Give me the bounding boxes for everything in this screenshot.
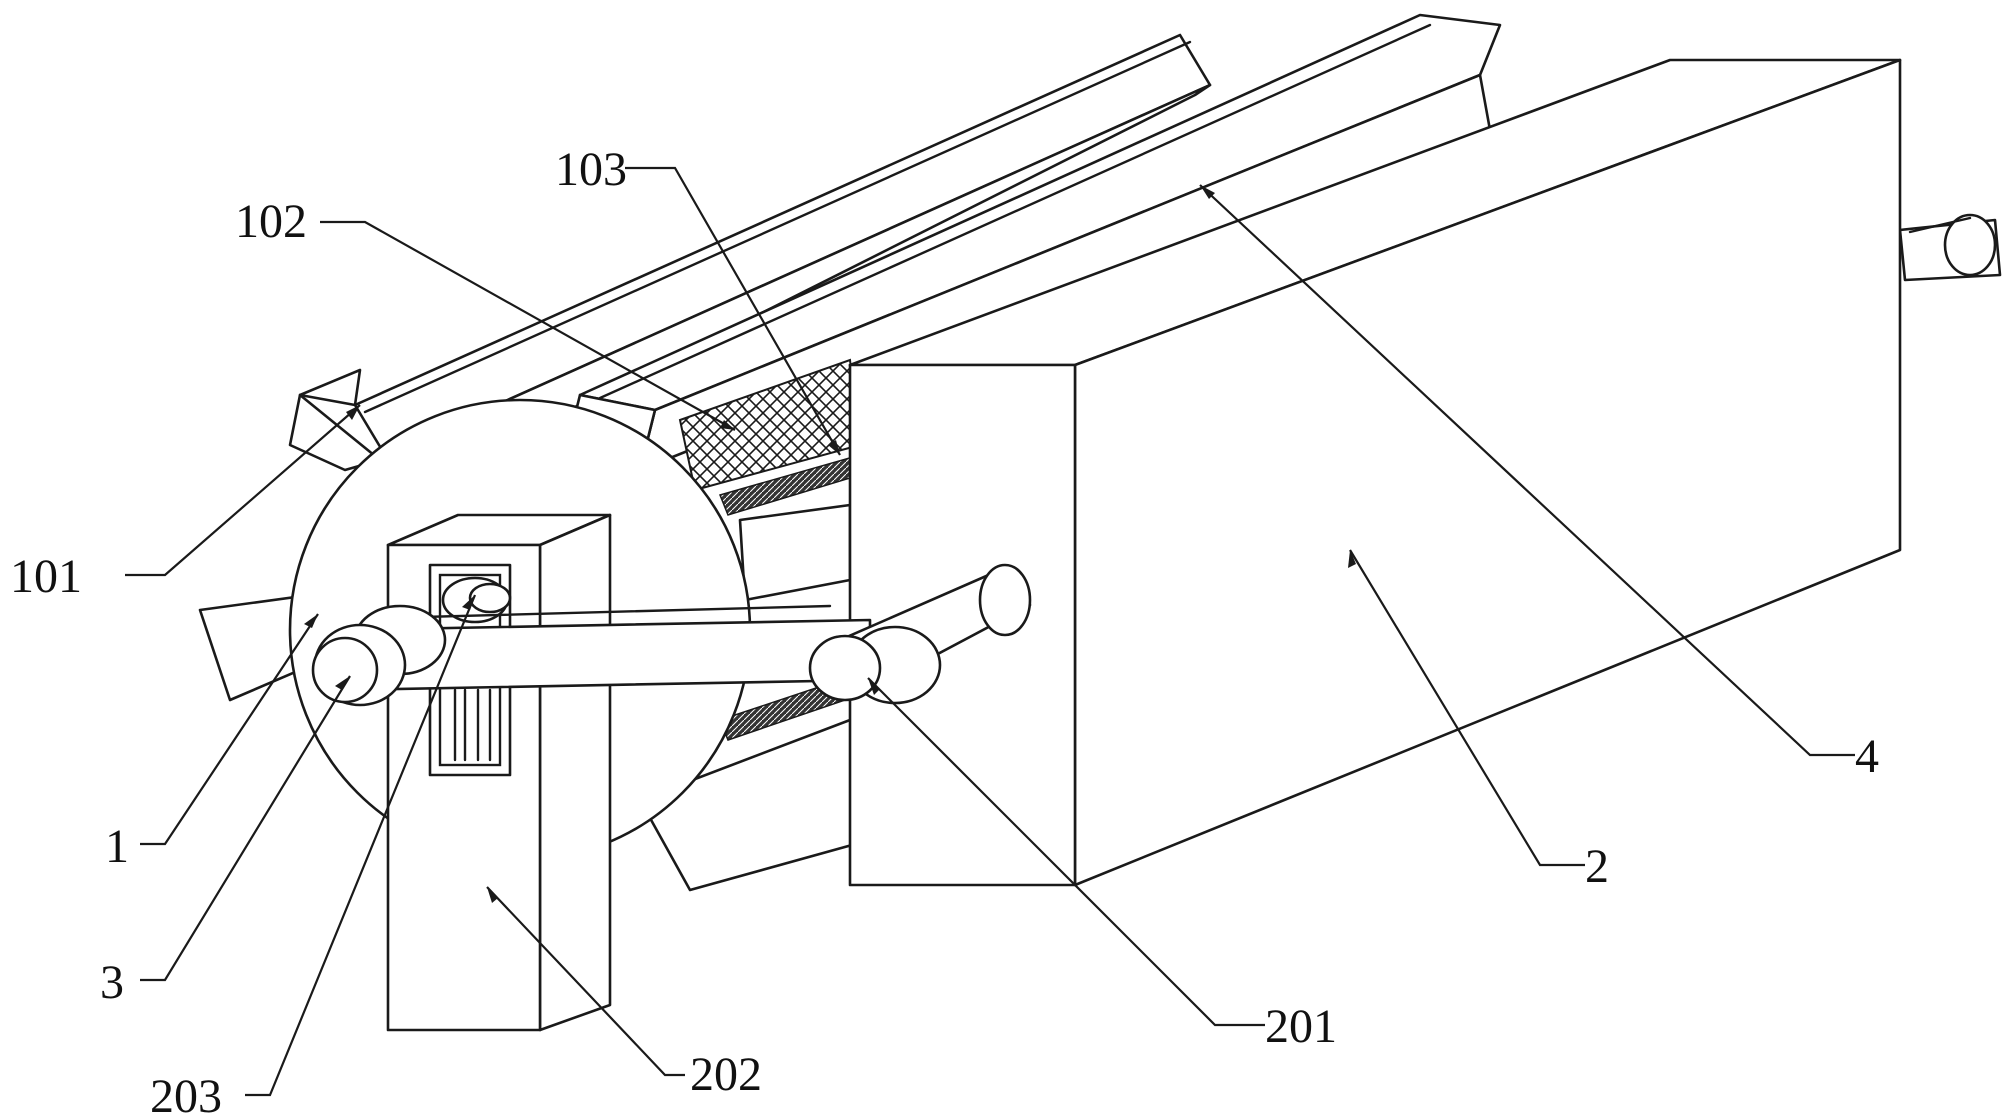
leader-4 — [1199, 184, 1855, 757]
leader-103 — [625, 166, 841, 456]
leader-1 — [140, 613, 319, 846]
leader-3 — [140, 675, 351, 982]
label-3: 3 — [100, 956, 124, 1009]
label-203: 203 — [150, 1070, 222, 1118]
leader-101 — [125, 404, 361, 577]
leader-201 — [867, 677, 1265, 1027]
label-102: 102 — [235, 195, 307, 248]
left-pulley — [311, 604, 447, 707]
rotor-gear — [441, 576, 512, 624]
right-shaft — [1898, 213, 2002, 282]
leader-lines — [125, 166, 1855, 1097]
reference-labels: 101 102 103 1 3 203 202 201 2 4 — [10, 143, 1879, 1118]
leader-2 — [1349, 549, 1585, 867]
label-101: 101 — [10, 550, 82, 603]
label-4: 4 — [1855, 730, 1879, 783]
label-103: 103 — [555, 143, 627, 196]
leader-203 — [245, 594, 477, 1097]
leader-202 — [486, 886, 685, 1077]
leader-102 — [320, 220, 736, 431]
label-202: 202 — [690, 1048, 762, 1101]
label-201: 201 — [1265, 1000, 1337, 1053]
arrowheads — [304, 185, 1356, 903]
main-housing — [848, 58, 1902, 887]
label-1: 1 — [105, 820, 129, 873]
label-2: 2 — [1585, 840, 1609, 893]
